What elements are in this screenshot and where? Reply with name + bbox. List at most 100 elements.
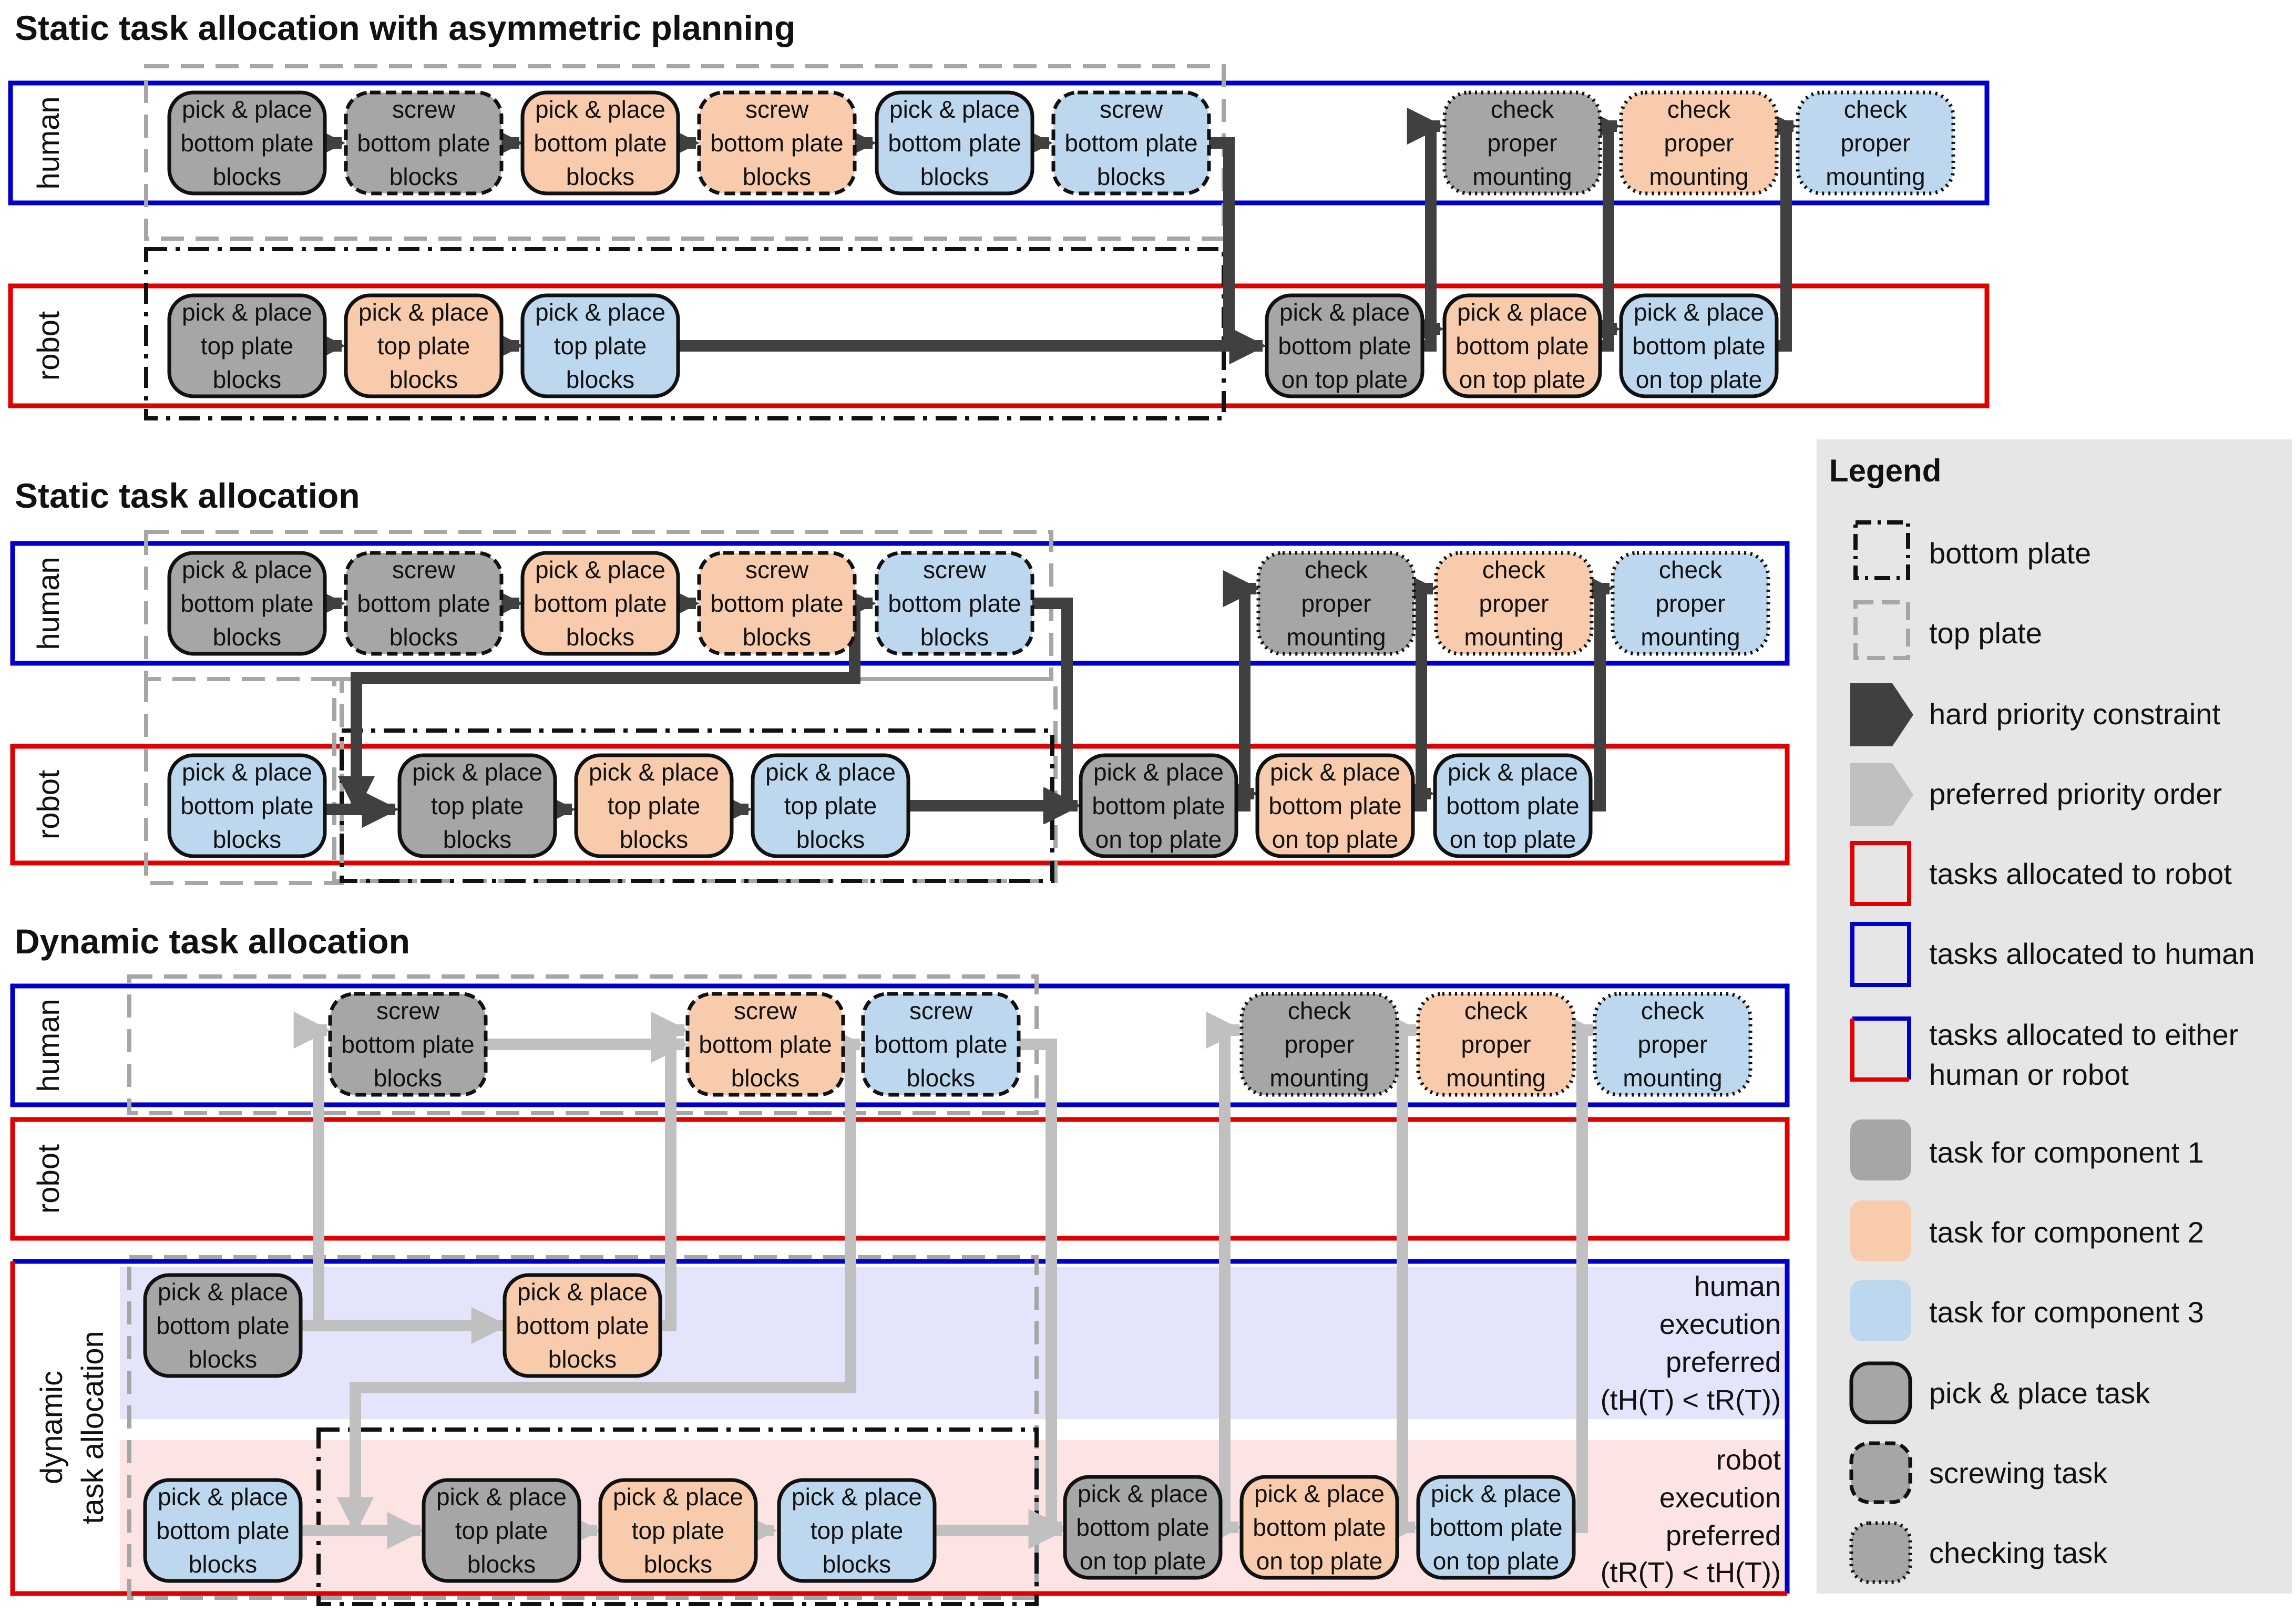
task-label-line: top plate	[784, 792, 877, 819]
task-label-line: pick & place	[1093, 758, 1224, 786]
task-shape	[1239, 1475, 1399, 1580]
task-label-line: screw	[745, 556, 809, 583]
legend-title: Legend	[1829, 453, 1941, 488]
task-shape	[1611, 551, 1770, 656]
task-label-line: blocks	[548, 1345, 617, 1373]
hard-arrow-icon	[1850, 683, 1913, 746]
task-label-line: on top plate	[1080, 1547, 1206, 1575]
task-box: pick & place bottom plate on top plate	[1079, 753, 1238, 858]
dynamic-lane-border-red	[10, 1261, 1787, 1596]
task-label-line: bottom plate	[710, 590, 843, 617]
task-shape	[1593, 992, 1752, 1097]
legend-component-1-swatch	[1850, 1119, 1911, 1180]
task-shape	[344, 551, 504, 656]
lane-static-robot	[10, 744, 1790, 866]
task-label-line: blocks	[823, 1550, 891, 1578]
legend-either-swatch-blue	[1852, 1016, 1911, 1080]
task-label-line: blocks	[743, 163, 811, 190]
task-label-line: bottom plate	[710, 129, 843, 157]
label-asym-robot: robot	[32, 311, 66, 381]
task-label-line: pick & place	[436, 1483, 567, 1511]
legend-item-bottom-plate: bottom plate	[1929, 537, 2091, 570]
hard-priority-arrow	[1760, 107, 1798, 352]
task-label-line: blocks	[566, 623, 634, 651]
dynamic-lane-border-blue	[13, 1259, 1790, 1594]
task-label-line: pick & place	[1270, 758, 1400, 786]
task-shape	[143, 1273, 303, 1378]
lane-static-human	[10, 541, 1790, 666]
task-label-line: check	[1641, 997, 1705, 1024]
task-label-line: bottom plate	[534, 590, 667, 617]
task-label-line: bottom plate	[357, 129, 490, 157]
task-label-line: top plate	[431, 792, 524, 819]
task-label-line: proper	[1301, 590, 1371, 617]
task-shape	[697, 90, 857, 196]
task-label-line: blocks	[374, 1064, 442, 1092]
task-label-line: bottom plate	[1076, 1514, 1209, 1541]
human-pref-line-3: preferred	[1666, 1347, 1781, 1378]
lane-asym-human	[8, 80, 1990, 206]
task-label-line: pick & place	[1431, 1480, 1561, 1507]
task-label-line: bottom plate	[888, 129, 1021, 157]
task-label-line: pick & place	[182, 96, 312, 123]
task-label-line: bottom plate	[1092, 792, 1225, 819]
task-shape	[1256, 551, 1416, 656]
task-label-line: blocks	[213, 826, 281, 853]
legend-component-3-swatch	[1850, 1280, 1911, 1341]
task-shape	[751, 753, 910, 858]
legend-robot-swatch	[1850, 841, 1911, 906]
task-label-line: blocks	[920, 623, 989, 651]
task-label-line: bottom plate	[1064, 129, 1197, 157]
preferred-priority-arrow	[651, 1011, 689, 1331]
label-asym-human: human	[32, 96, 66, 189]
task-label-line: pick & place	[412, 758, 542, 786]
legend-human-swatch	[1850, 922, 1911, 987]
human-pref-line-4: (tH(T) < tR(T))	[1601, 1384, 1781, 1416]
preferred-priority-arrow	[336, 1039, 856, 1535]
legend-either-swatch-red	[1850, 1019, 1909, 1082]
task-shape	[143, 1478, 303, 1583]
task-label-line: bottom plate	[888, 590, 1021, 617]
task-shape	[167, 551, 327, 656]
task-label-line: proper	[1656, 590, 1726, 617]
task-shape	[397, 753, 557, 858]
task-label-line: bottom plate	[1456, 332, 1588, 359]
task-label-line: mounting	[1826, 163, 1925, 190]
task-label-line: blocks	[213, 623, 281, 651]
task-label-line: proper	[1461, 1031, 1531, 1058]
priority-arrows	[293, 107, 1798, 1549]
task-label-line: blocks	[743, 623, 811, 651]
task-label-line: on top plate	[1095, 826, 1222, 853]
task-label-line: check	[1288, 997, 1351, 1024]
task-shape	[1442, 90, 1602, 196]
lane-dynamic-human	[10, 983, 1790, 1107]
legend-component-2-swatch	[1850, 1200, 1911, 1261]
task-label-line: screw	[392, 96, 456, 123]
label-static-robot: robot	[32, 770, 66, 839]
task-shape	[344, 293, 504, 398]
label-dynamic-human: human	[32, 999, 66, 1092]
task-label-line: bottom plate	[180, 590, 313, 617]
task-label-line: pick & place	[613, 1483, 743, 1511]
legend-item-preferred-order: preferred priority order	[1929, 777, 2222, 810]
task-label-line: on top plate	[1636, 366, 1762, 393]
legend-item-top-plate: top plate	[1929, 617, 2042, 650]
preferred-priority-arrow	[1559, 1011, 1597, 1533]
human-preferred-band	[120, 1267, 1785, 1419]
task-label-line: blocks	[566, 163, 634, 190]
task-shape	[1433, 753, 1593, 858]
